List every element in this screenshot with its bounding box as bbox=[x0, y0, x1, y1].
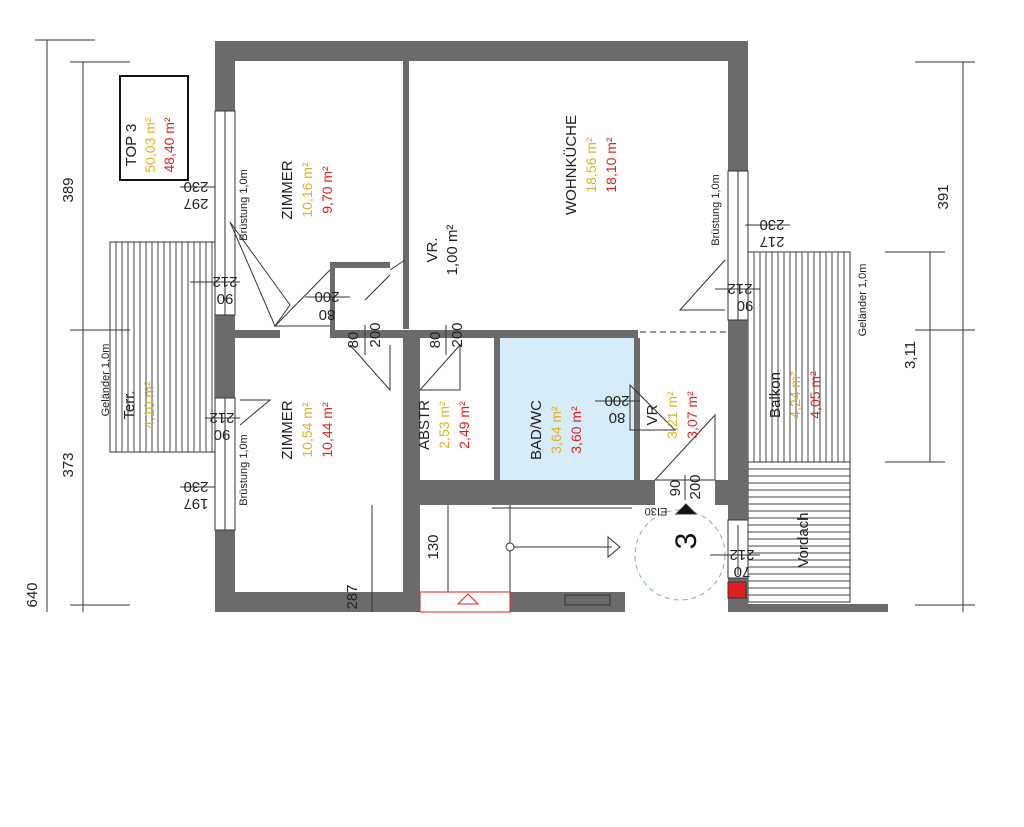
dimension-label: 212 bbox=[729, 546, 754, 563]
dimension-label: 80 bbox=[609, 409, 626, 426]
svg-text:50,03 m²: 50,03 m² bbox=[142, 117, 158, 173]
entry-number: 3 bbox=[670, 533, 703, 550]
room-area-gross: 10,16 m² bbox=[299, 162, 315, 218]
dimension-label: 80 bbox=[427, 332, 444, 349]
room-area-net: 9,70 m² bbox=[319, 166, 335, 214]
room-area-gross: 4,24 m² bbox=[787, 371, 803, 419]
canopy-hatch bbox=[747, 461, 851, 603]
room-name: Balkon bbox=[767, 372, 784, 418]
room-area-gross: 3,21 m² bbox=[664, 391, 680, 439]
dimension-label: 212 bbox=[212, 273, 237, 290]
dimension-label: 373 bbox=[60, 452, 77, 477]
dimension-label: 640 bbox=[24, 582, 41, 607]
dimension-label: 217 bbox=[759, 233, 784, 250]
parapet-label: Brüstung 1,0m bbox=[238, 169, 250, 241]
dimension-label: 200 bbox=[449, 322, 466, 347]
room-name: WOHNKÜCHE bbox=[562, 115, 580, 215]
door-swings bbox=[229, 221, 728, 613]
svg-text:TOP 3: TOP 3 bbox=[123, 124, 140, 167]
room-name: Vordach bbox=[795, 512, 812, 567]
room-area-gross: 3,64 m² bbox=[548, 406, 564, 454]
terrace-hatch bbox=[109, 241, 216, 453]
room-area-net: 3,60 m² bbox=[568, 406, 584, 454]
room-label: Terr.4,10 m² bbox=[121, 381, 157, 429]
dimension-label: 90 bbox=[214, 426, 231, 443]
dimension-label: 3,11 bbox=[902, 341, 919, 369]
room-name: ZIMMER bbox=[279, 160, 296, 219]
room-label: Vordach bbox=[795, 512, 812, 567]
room-name: ABSTR bbox=[416, 400, 433, 450]
svg-text:48,40 m²: 48,40 m² bbox=[161, 117, 177, 173]
dimension-label: 200 bbox=[367, 322, 384, 347]
unit-label: TOP 3 50,03 m² 48,40 m² bbox=[123, 117, 177, 173]
balcony-hatch bbox=[747, 251, 851, 463]
dimension-label: 230 bbox=[183, 178, 208, 195]
room-area-gross: 10,54 m² bbox=[299, 402, 315, 458]
dimension-label: 90 bbox=[667, 480, 684, 497]
dimension-lines bbox=[35, 39, 975, 612]
windows bbox=[119, 75, 749, 579]
dimension-label: 70 bbox=[734, 563, 751, 580]
dimension-label: 287 bbox=[344, 584, 361, 609]
fire-door-label: EI30 bbox=[645, 505, 668, 517]
dimension-label: 212 bbox=[727, 280, 752, 297]
dimension-label: 297 bbox=[183, 195, 208, 212]
dimension-label: 200 bbox=[314, 288, 339, 305]
dimension-label: 200 bbox=[604, 392, 629, 409]
dimension-label: 90 bbox=[217, 290, 234, 307]
room-name: VR bbox=[644, 404, 661, 425]
dimension-label: 80 bbox=[319, 306, 336, 323]
room-name: Terr. bbox=[121, 390, 138, 419]
dimension-label: 90 bbox=[737, 297, 754, 314]
room-area-net: 4,05 m² bbox=[807, 371, 823, 419]
railing-label: Geländer 1,0m bbox=[100, 344, 112, 417]
room-area-net: 18,10 m² bbox=[603, 137, 619, 193]
dimension-label: 230 bbox=[183, 478, 208, 495]
bathroom-fill bbox=[500, 338, 634, 483]
room-area-gross: 4,10 m² bbox=[141, 381, 157, 429]
room-name: ZIMMER bbox=[279, 400, 296, 459]
parapet-label: Brüstung 1,0m bbox=[238, 434, 250, 506]
dimension-label: 130 bbox=[425, 534, 442, 559]
dimension-label: 389 bbox=[60, 177, 77, 202]
room-area-gross: 18,56 m² bbox=[583, 137, 599, 193]
room-area-net: 3,07 m² bbox=[684, 391, 700, 439]
dimension-label: 230 bbox=[759, 216, 784, 233]
room-label: VR.1,00 m² bbox=[424, 225, 461, 276]
parapet-label: Brüstung 1,0m bbox=[710, 174, 722, 246]
room-area-gross: 2,53 m² bbox=[436, 401, 452, 449]
room-name: VR. bbox=[424, 237, 441, 262]
room-area-gross: 1,00 m² bbox=[444, 225, 461, 276]
walls bbox=[215, 41, 888, 612]
room-area-net: 2,49 m² bbox=[456, 401, 472, 449]
railing-label: Geländer 1,0m bbox=[857, 264, 869, 337]
dimension-label: 80 bbox=[345, 332, 362, 349]
dimension-label: 212 bbox=[209, 409, 234, 426]
dimension-label: 391 bbox=[935, 184, 952, 209]
room-name: BAD/WC bbox=[528, 400, 545, 460]
red-marker bbox=[727, 581, 747, 599]
dimension-label: 197 bbox=[183, 495, 208, 512]
room-area-net: 10,44 m² bbox=[319, 402, 335, 458]
dimension-label: 200 bbox=[687, 474, 704, 499]
